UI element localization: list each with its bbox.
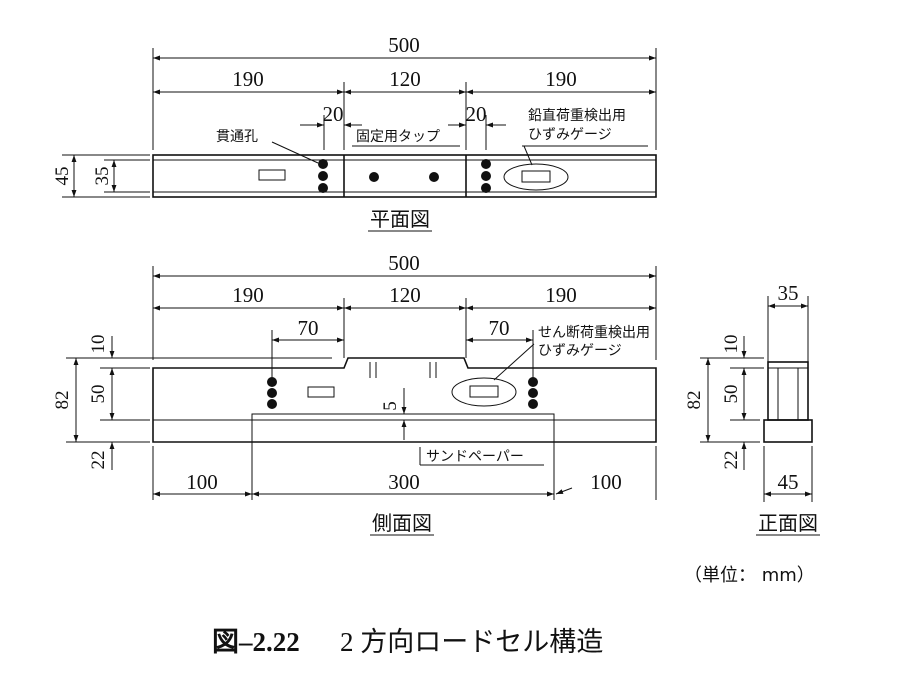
- plan-label-tap: 固定用タップ: [356, 129, 440, 145]
- plan-hole: [318, 171, 328, 181]
- side-slot-left: [307, 386, 335, 398]
- plan-label-hole: 貫通孔: [216, 129, 258, 145]
- side-dim-total: 500: [388, 251, 420, 275]
- plan-gauge-ellipse: [503, 163, 569, 191]
- side-dim-bottom: 22: [88, 451, 109, 470]
- plan-view-title: 平面図: [370, 207, 430, 231]
- plan-body: [152, 154, 657, 198]
- figure-number: 図–2.22: [212, 627, 300, 657]
- front-dim-mid: 50: [721, 385, 742, 404]
- side-label-sandpaper: サンドペーパー: [426, 449, 524, 465]
- side-hole: [267, 399, 277, 409]
- side-dim-left: 190: [232, 283, 264, 307]
- plan-gauge: [521, 170, 551, 183]
- figure-title: 2 方向ロードセル構造: [340, 627, 603, 657]
- side-body: [152, 357, 657, 443]
- plan-tap-hole: [429, 172, 439, 182]
- front-dim-bottom: 22: [721, 451, 742, 470]
- side-hole: [528, 377, 538, 387]
- plan-view: 500 190 120 190 20 20 45 35: [52, 33, 657, 232]
- plan-hole: [318, 183, 328, 193]
- plan-dim-right: 190: [545, 67, 577, 91]
- side-view: 500 190 120 190 70 70 10 50: [52, 251, 657, 536]
- plan-slot-left: [258, 169, 286, 181]
- side-dim-offset-right: 70: [489, 316, 510, 340]
- front-dim-top: 10: [721, 335, 742, 354]
- front-body-upper: [767, 361, 809, 421]
- side-dim-recess: 5: [380, 401, 401, 411]
- side-hole: [267, 377, 277, 387]
- unit-note: （単位： mm）: [684, 565, 815, 586]
- plan-hole: [481, 183, 491, 193]
- side-dim-center: 120: [389, 283, 421, 307]
- side-hole: [528, 388, 538, 398]
- plan-dim-total: 500: [388, 33, 420, 57]
- plan-label-gauge-2: ひずみゲージ: [528, 127, 612, 143]
- front-dim-height: 82: [684, 391, 705, 410]
- side-view-title: 側面図: [372, 511, 432, 535]
- plan-tap-hole: [369, 172, 379, 182]
- side-dim-base-right: 100: [590, 470, 622, 494]
- front-body-base: [763, 419, 813, 443]
- plan-dim-left: 190: [232, 67, 264, 91]
- side-hole: [267, 388, 277, 398]
- plan-dim-gap-right: 20: [466, 102, 487, 126]
- front-dim-top-width: 35: [778, 281, 799, 305]
- front-dim-bottom-width: 45: [778, 470, 799, 494]
- side-dim-top: 10: [88, 335, 109, 354]
- side-hole: [528, 399, 538, 409]
- side-gauge-ellipse: [451, 377, 517, 407]
- side-label-gauge-1: せん断荷重検出用: [538, 325, 650, 341]
- plan-dim-gap-left: 20: [323, 102, 344, 126]
- plan-label-gauge-1: 鉛直荷重検出用: [528, 107, 626, 124]
- plan-hole: [318, 159, 328, 169]
- side-gauge: [469, 385, 499, 398]
- plan-hole: [481, 159, 491, 169]
- side-dim-right: 190: [545, 283, 577, 307]
- figure-caption: 図–2.22 2 方向ロードセル構造: [212, 627, 603, 657]
- front-view: 35 10 50 22 82 45 正面図: [684, 281, 820, 536]
- side-sandpaper-strip: [251, 413, 555, 421]
- side-label-gauge-2: ひずみゲージ: [538, 343, 622, 359]
- plan-dim-width-outer: 45: [52, 167, 73, 186]
- front-view-title: 正面図: [758, 511, 818, 535]
- side-dim-mid: 50: [88, 385, 109, 404]
- side-dim-height: 82: [52, 391, 73, 410]
- side-dim-base-left: 100: [186, 470, 218, 494]
- side-dim-base-center: 300: [388, 470, 420, 494]
- plan-dim-width-inner: 35: [92, 167, 113, 186]
- side-dim-offset-left: 70: [298, 316, 319, 340]
- plan-dim-center: 120: [389, 67, 421, 91]
- plan-hole: [481, 171, 491, 181]
